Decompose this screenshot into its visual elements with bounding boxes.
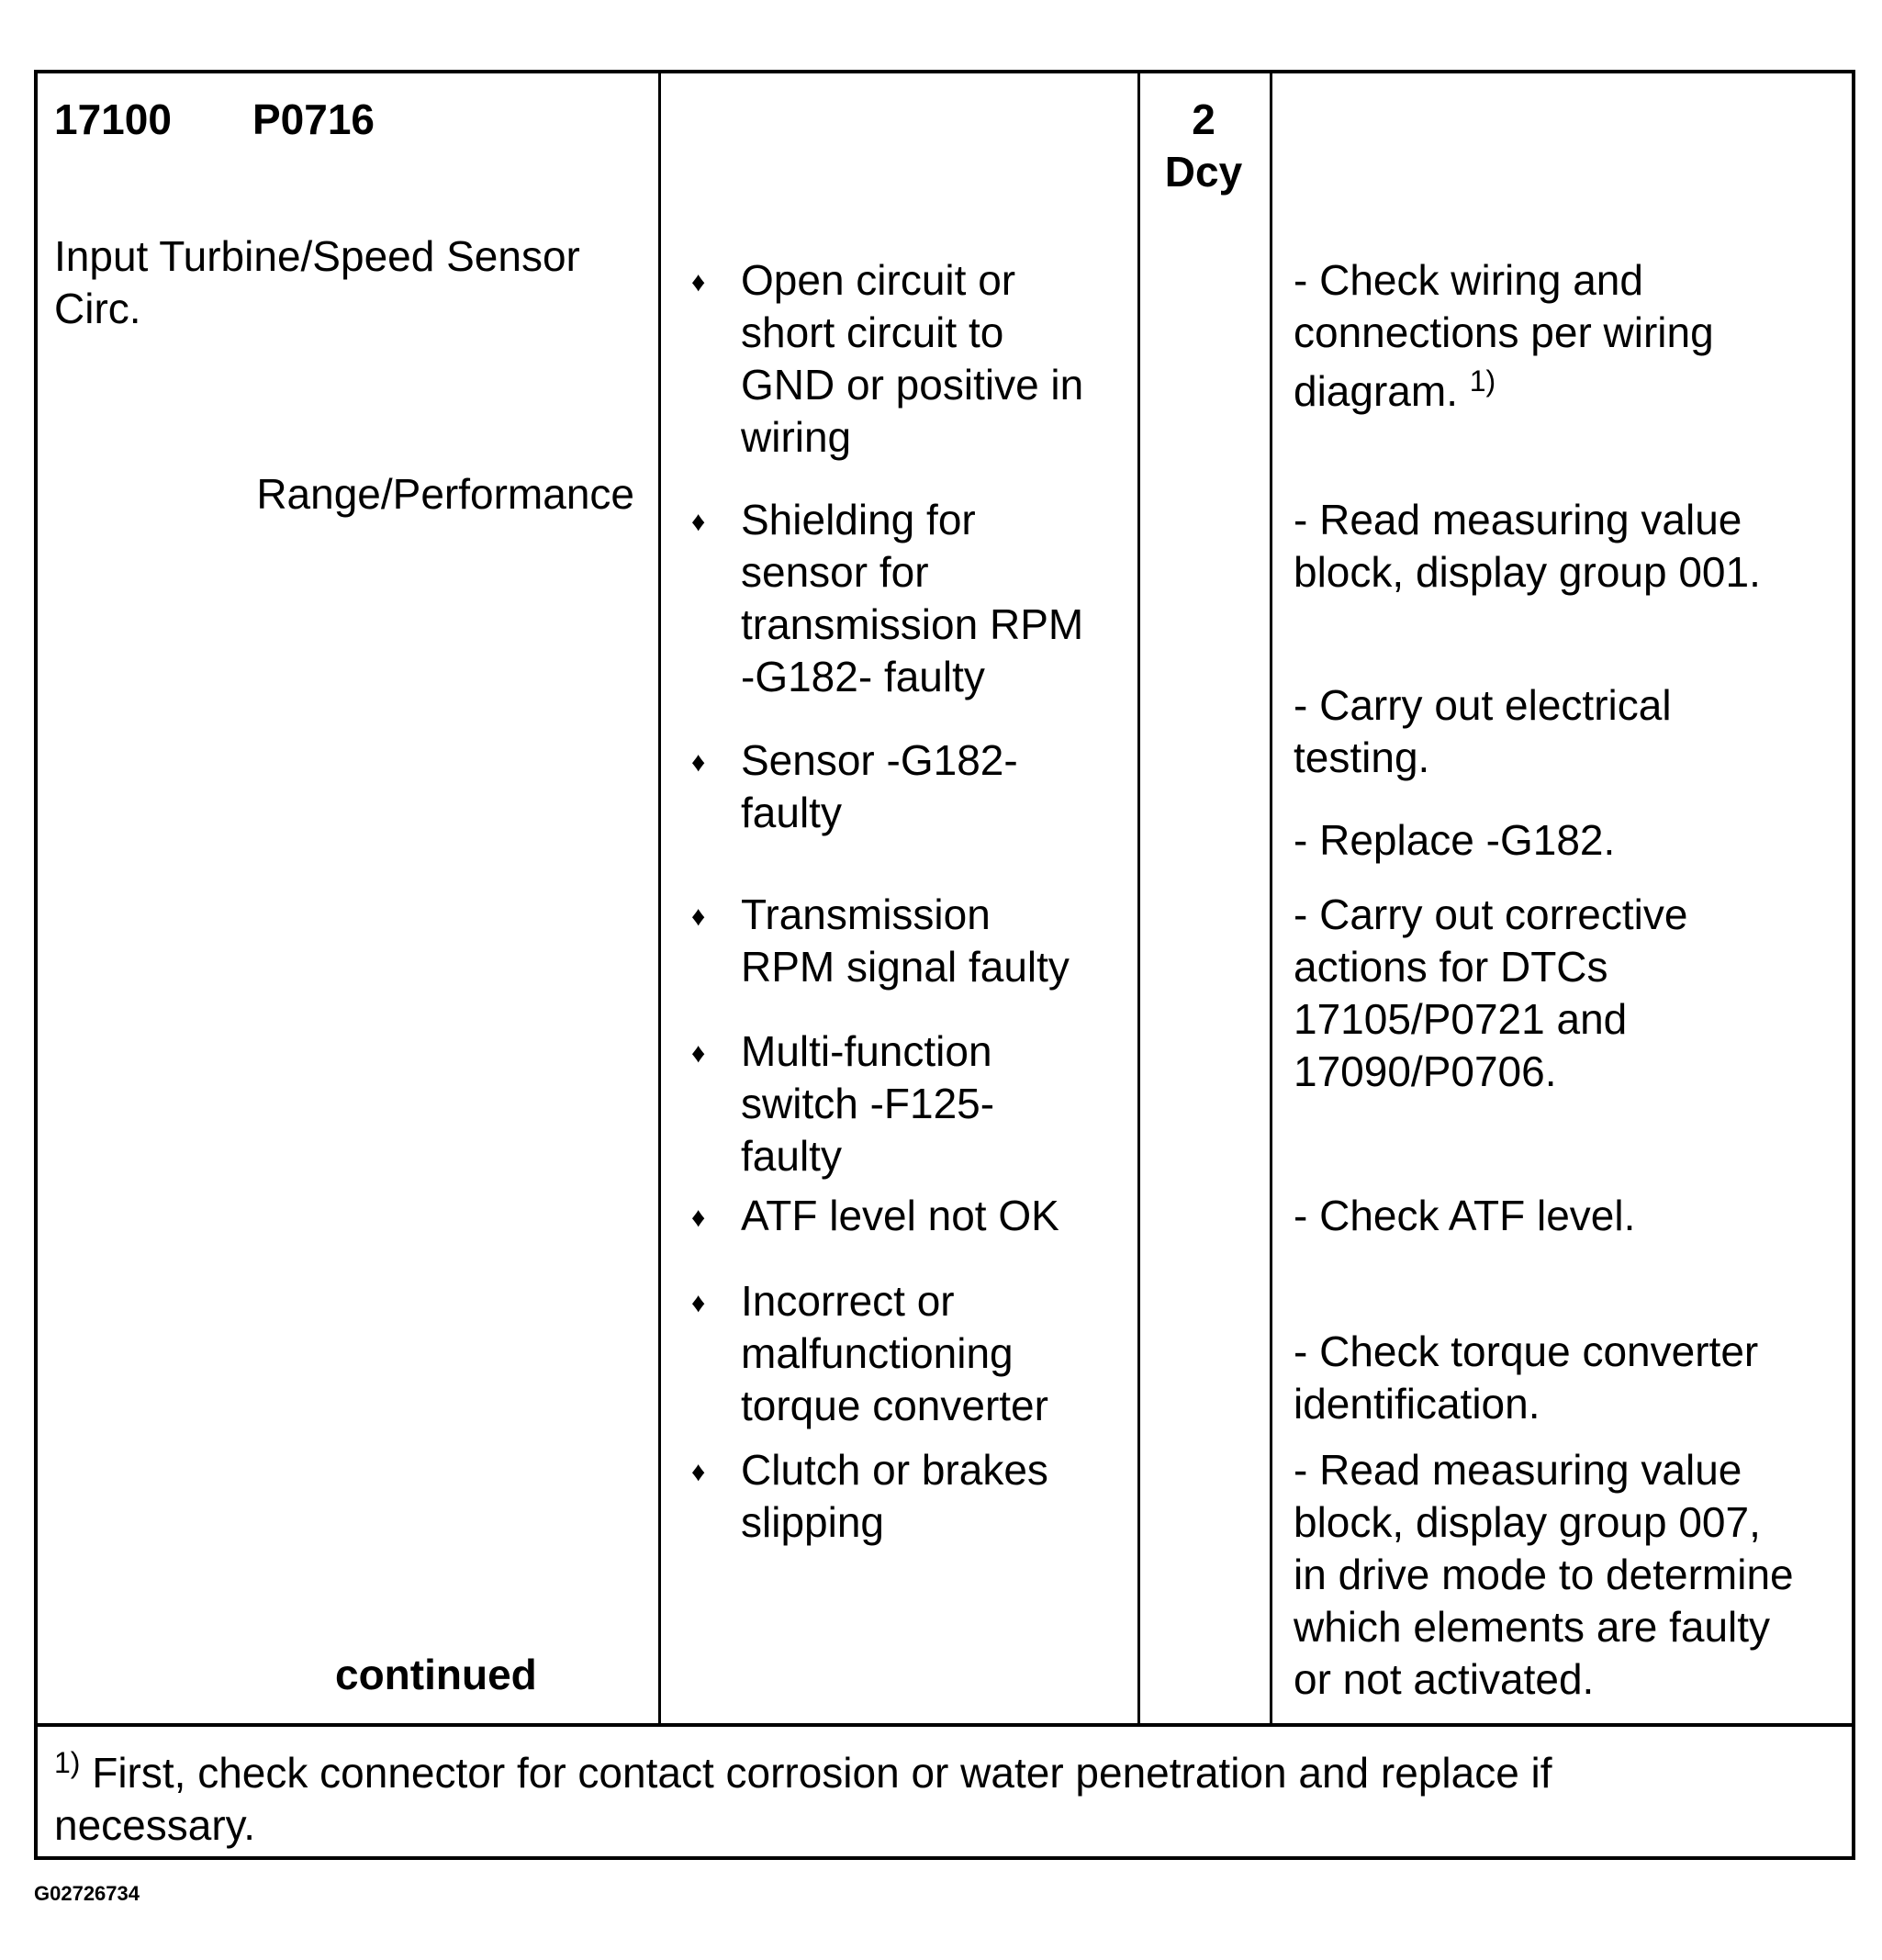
action-line: identification. bbox=[1294, 1380, 1540, 1428]
action-line: block, display group 001. bbox=[1294, 548, 1761, 596]
action-line: - Carry out corrective bbox=[1294, 890, 1688, 938]
footnote-marker: 1) bbox=[54, 1746, 81, 1779]
cause-line: malfunctioning bbox=[741, 1329, 1014, 1377]
cause-line: faulty bbox=[741, 789, 842, 836]
bullet-icon: ♦ bbox=[691, 902, 706, 932]
column-divider bbox=[1270, 73, 1272, 1723]
cause-line: Multi-function bbox=[741, 1027, 992, 1075]
footnote-line: necessary. bbox=[54, 1801, 256, 1849]
obd-code: P0716 bbox=[252, 95, 375, 143]
cause-line: short circuit to bbox=[741, 308, 1004, 356]
action-line: 17105/P0721 and bbox=[1294, 995, 1628, 1043]
footnote-line: 1) First, check connector for contact co… bbox=[54, 1747, 1552, 1799]
action-line: or not activated. bbox=[1294, 1655, 1595, 1703]
bullet-icon: ♦ bbox=[691, 267, 706, 297]
action-line: testing. bbox=[1294, 734, 1430, 781]
cause-line: transmission RPM bbox=[741, 600, 1084, 648]
bullet-icon: ♦ bbox=[691, 1288, 706, 1318]
cause-line: Incorrect or bbox=[741, 1277, 955, 1325]
action-line: in drive mode to determine bbox=[1294, 1551, 1794, 1598]
action-line: actions for DTCs bbox=[1294, 943, 1608, 991]
cause-line: torque converter bbox=[741, 1382, 1048, 1429]
bullet-icon: ♦ bbox=[691, 1203, 706, 1233]
footnote-reference: 1) bbox=[1469, 364, 1496, 398]
column-divider bbox=[1137, 73, 1140, 1723]
action-line: - Carry out electrical bbox=[1294, 681, 1672, 729]
description-line: Input Turbine/Speed Sensor bbox=[54, 232, 580, 280]
cause-line: Transmission bbox=[741, 890, 991, 938]
bullet-icon: ♦ bbox=[691, 747, 706, 778]
description-line: Circ. bbox=[54, 285, 141, 332]
action-text: diagram. bbox=[1294, 367, 1458, 415]
cause-line: faulty bbox=[741, 1132, 842, 1180]
drive-cycle-unit: Dcy bbox=[1164, 148, 1243, 196]
cause-line: Clutch or brakes bbox=[741, 1446, 1048, 1494]
action-line: - Read measuring value bbox=[1294, 1446, 1742, 1494]
cause-line: GND or positive in bbox=[741, 361, 1084, 409]
bullet-icon: ♦ bbox=[691, 1038, 706, 1069]
action-line: 17090/P0706. bbox=[1294, 1047, 1557, 1095]
cause-line: Sensor -G182- bbox=[741, 736, 1018, 784]
image-id-label: G02726734 bbox=[34, 1882, 140, 1905]
action-line: - Read measuring value bbox=[1294, 496, 1742, 543]
action-line: connections per wiring bbox=[1294, 308, 1714, 356]
cause-line: sensor for bbox=[741, 548, 929, 596]
drive-cycle-count: 2 bbox=[1192, 95, 1215, 143]
action-line: - Replace -G182. bbox=[1294, 816, 1616, 864]
cause-line: wiring bbox=[741, 413, 852, 461]
cause-line: -G182- faulty bbox=[741, 653, 985, 700]
action-line: which elements are faulty bbox=[1294, 1603, 1771, 1651]
cause-line: Open circuit or bbox=[741, 256, 1016, 304]
range-performance-label: Range/Performance bbox=[256, 470, 634, 518]
action-line: - Check ATF level. bbox=[1294, 1192, 1636, 1239]
action-line: - Check torque converter bbox=[1294, 1327, 1759, 1375]
action-line: diagram. 1) bbox=[1294, 365, 1496, 418]
cause-line: RPM signal faulty bbox=[741, 943, 1070, 991]
action-line: block, display group 007, bbox=[1294, 1498, 1761, 1546]
action-line: - Check wiring and bbox=[1294, 256, 1643, 304]
dtc-code: 17100 bbox=[54, 95, 172, 143]
bullet-icon: ♦ bbox=[691, 1457, 706, 1487]
cause-line: ATF level not OK bbox=[741, 1192, 1059, 1239]
cause-line: slipping bbox=[741, 1498, 884, 1546]
cause-line: switch -F125- bbox=[741, 1080, 995, 1127]
cause-line: Shielding for bbox=[741, 496, 976, 543]
dtc-table: 17100 P0716 Input Turbine/Speed Sensor C… bbox=[34, 70, 1855, 1860]
footnote-divider bbox=[38, 1723, 1852, 1727]
footnote-text: First, check connector for contact corro… bbox=[92, 1749, 1552, 1797]
bullet-icon: ♦ bbox=[691, 507, 706, 537]
column-divider bbox=[658, 73, 661, 1723]
continued-label: continued bbox=[335, 1651, 537, 1698]
